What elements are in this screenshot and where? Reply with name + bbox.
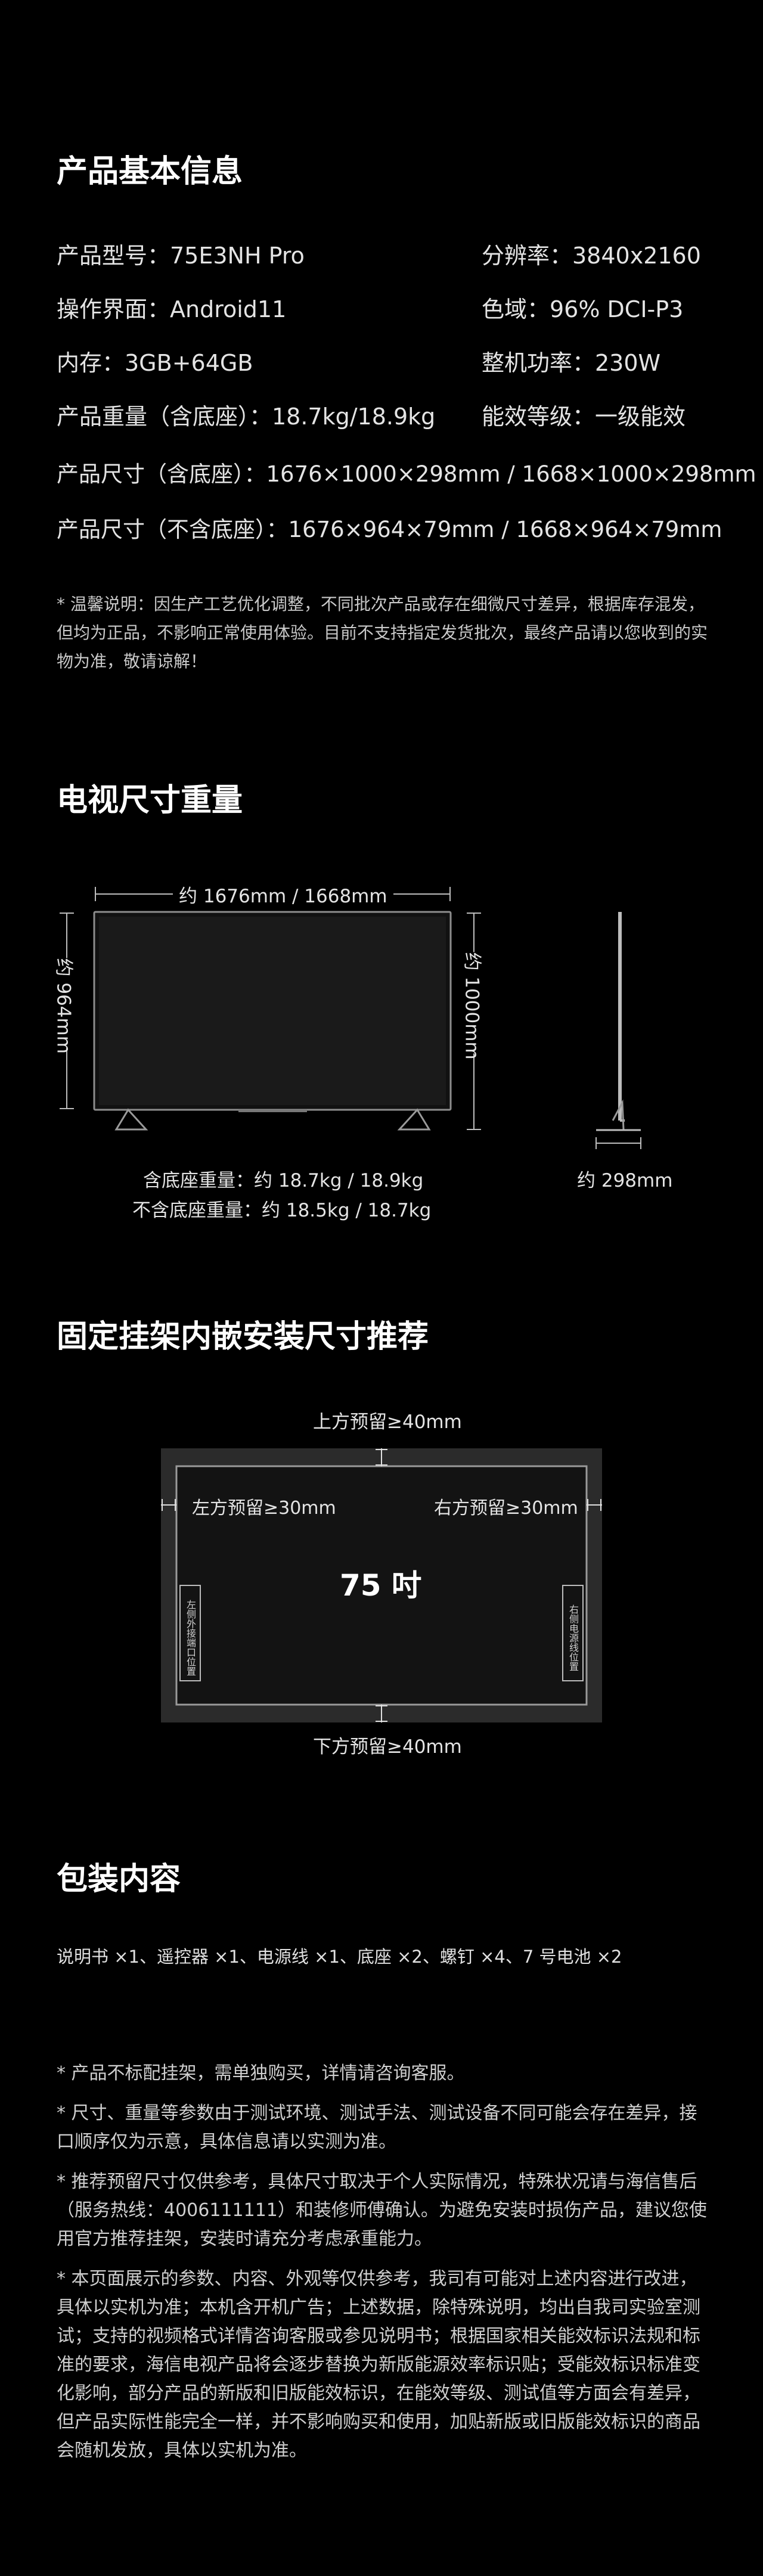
footnote-measure: * 尺寸、重量等参数由于测试环境、测试手法、测试设备不同可能会存在差异，接口顺序…: [57, 2103, 697, 2152]
basic-info-title: 产品基本信息: [57, 154, 243, 190]
package-title: 包装内容: [57, 1861, 181, 1897]
spec-size-with-base: 产品尺寸（含底座）：1676×1000×298mm / 1668×1000×29…: [57, 461, 756, 487]
top-clearance: 上方预留≥40mm: [313, 1411, 462, 1433]
dimensions-title: 电视尺寸重量: [57, 783, 243, 818]
batch-notice: * 温馨说明：因生产工艺优化调整，不同批次产品或存在细微尺寸差异，根据库存混发，…: [57, 594, 708, 671]
tv-size-label: 75 吋: [340, 1568, 421, 1603]
spec-color-gamut: 色域：96% DCI-P3: [482, 296, 684, 322]
total-height-label: 约 1000mm: [460, 952, 488, 1060]
wall-niche-diagram: [161, 1448, 602, 1722]
width-label: 约 1676mm / 1668mm: [173, 881, 393, 908]
footnote-mount: * 产品不标配挂架，需单独购买，详情请咨询客服。: [57, 2063, 465, 2084]
depth-label: 约 298mm: [577, 1170, 673, 1191]
spec-weight: 产品重量（含底座）：18.7kg/18.9kg: [57, 404, 436, 430]
footnote-clearance: * 推荐预留尺寸仅供参考，具体尺寸取决于个人实际情况，特殊状况请与海信售后（服务…: [57, 2171, 707, 2249]
mount-title: 固定挂架内嵌安装尺寸推荐: [57, 1319, 429, 1355]
spec-size-without-base: 产品尺寸（不含底座）：1676×964×79mm / 1668×964×79mm: [57, 517, 722, 542]
left-port-label: 左侧外接端口位置: [185, 1600, 196, 1676]
package-contents: 说明书 ×1、遥控器 ×1、电源线 ×1、底座 ×2、螺钉 ×4、7 号电池 ×…: [57, 1947, 622, 1967]
spec-os: 操作界面：Android11: [57, 296, 287, 322]
footnote-disclaimer: * 本页面展示的参数、内容、外观等仅供参考，我司有可能对上述内容进行改进，具体以…: [57, 2268, 700, 2461]
right-clearance: 右方预留≥30mm: [434, 1498, 578, 1519]
right-port-label: 右侧电源线位置: [567, 1604, 579, 1671]
left-clearance: 左方预留≥30mm: [192, 1498, 336, 1519]
spec-model: 产品型号：75E3NH Pro: [57, 243, 305, 269]
spec-energy-class: 能效等级：一级能效: [482, 404, 686, 430]
spec-memory: 内存：3GB+64GB: [57, 350, 253, 376]
spec-resolution: 分辨率：3840x2160: [482, 243, 701, 269]
spec-power: 整机功率：230W: [482, 350, 661, 376]
tv-dimension-diagram: [60, 887, 641, 1149]
weight-with-base: 含底座重量：约 18.7kg / 18.9kg: [143, 1170, 424, 1191]
weight-without-base: 不含底座重量：约 18.5kg / 18.7kg: [132, 1200, 432, 1221]
bottom-clearance: 下方预留≥40mm: [313, 1736, 462, 1758]
height-label: 约 964mm: [52, 958, 79, 1054]
